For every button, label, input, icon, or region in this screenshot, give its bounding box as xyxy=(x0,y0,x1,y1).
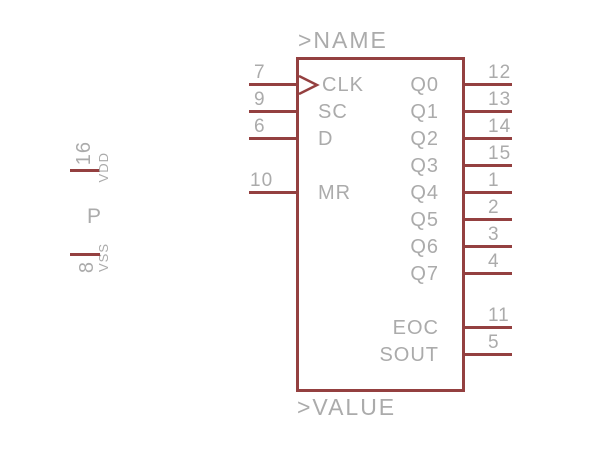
vdd-pin-name: VDD xyxy=(96,152,111,183)
pin-line-q4 xyxy=(464,191,512,194)
pin-line-q2 xyxy=(464,137,512,140)
pin-number-mr: 10 xyxy=(250,170,274,191)
pin-number-d: 6 xyxy=(254,116,266,137)
pin-name-q0: Q0 xyxy=(410,74,439,96)
pin-number-sc: 9 xyxy=(254,89,266,110)
pin-line-q7 xyxy=(464,272,512,275)
pin-number-q4: 1 xyxy=(488,170,500,191)
power-gate-designator: P xyxy=(87,205,102,228)
pin-number-q0: 12 xyxy=(488,62,512,83)
vss-pin-name: VSS xyxy=(96,243,111,273)
pin-name-mr: MR xyxy=(318,182,352,204)
pin-number-q3: 15 xyxy=(488,143,512,164)
vdd-pin-number: 16 xyxy=(73,141,95,166)
pin-line-q3 xyxy=(464,164,512,167)
pin-name-d: D xyxy=(318,128,334,150)
vss-pin-line xyxy=(70,253,100,256)
pin-name-sc: SC xyxy=(318,101,348,123)
pin-name-clk: CLK xyxy=(322,74,364,96)
pin-name-q2: Q2 xyxy=(410,128,439,150)
pin-name-q1: Q1 xyxy=(410,101,439,123)
pin-line-d xyxy=(249,137,297,140)
pin-name-q5: Q5 xyxy=(410,209,439,231)
pin-number-q1: 13 xyxy=(488,89,512,110)
vss-pin-number: 8 xyxy=(76,261,98,274)
clock-edge-icon xyxy=(298,75,320,95)
pin-line-q0 xyxy=(464,83,512,86)
pin-line-clk xyxy=(249,83,297,86)
pin-name-eoc: EOC xyxy=(392,317,439,339)
pin-number-q7: 4 xyxy=(488,251,500,272)
pin-name-q7: Q7 xyxy=(410,263,439,285)
pin-line-q5 xyxy=(464,218,512,221)
pin-line-q6 xyxy=(464,245,512,248)
pin-name-q4: Q4 xyxy=(410,182,439,204)
pin-name-q3: Q3 xyxy=(410,155,439,177)
pin-line-q1 xyxy=(464,110,512,113)
pin-line-sout xyxy=(464,353,512,356)
pin-line-mr xyxy=(249,191,297,194)
value-placeholder-label: >VALUE xyxy=(297,394,397,420)
symbol-body xyxy=(296,57,465,392)
pin-name-sout: SOUT xyxy=(379,344,439,366)
pin-number-eoc: 11 xyxy=(488,305,510,326)
pin-number-clk: 7 xyxy=(254,62,266,83)
pin-line-sc xyxy=(249,110,297,113)
name-placeholder-label: >NAME xyxy=(298,27,388,53)
pin-number-sout: 5 xyxy=(488,332,500,353)
pin-line-eoc xyxy=(464,326,512,329)
pin-number-q2: 14 xyxy=(488,116,512,137)
vdd-pin-line xyxy=(70,169,100,172)
pin-number-q5: 2 xyxy=(488,197,500,218)
pin-number-q6: 3 xyxy=(488,224,500,245)
pin-name-q6: Q6 xyxy=(410,236,439,258)
